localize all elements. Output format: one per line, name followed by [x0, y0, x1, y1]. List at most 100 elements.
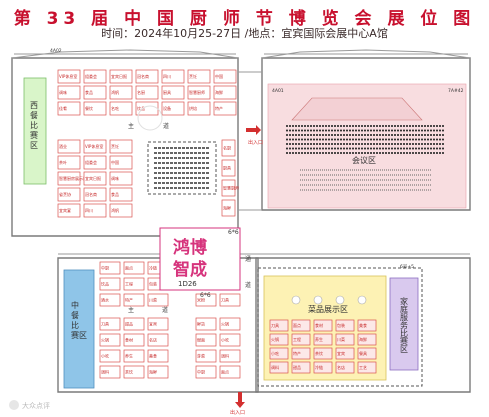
booth-label: 养生	[125, 353, 133, 359]
booth-label: 海鲜	[149, 369, 157, 375]
family-zone-label: 家 庭 服 务 比 赛 区	[400, 296, 411, 354]
booth	[109, 203, 133, 218]
display-table-icon	[313, 295, 323, 305]
west-meal-zone	[23, 77, 47, 185]
booth-label: 冷链	[315, 364, 323, 370]
booth	[57, 187, 81, 202]
booth	[213, 69, 237, 84]
booth-label: 中厨	[101, 265, 109, 271]
booth	[219, 349, 241, 363]
booth-label: 甜品	[125, 321, 133, 327]
booth-label: 宜宾宴	[59, 207, 71, 213]
booth	[57, 85, 81, 100]
booth-label: 组委会	[85, 73, 97, 79]
booth	[83, 203, 107, 218]
booth	[135, 85, 159, 100]
booth-label: 酒水	[101, 297, 109, 303]
booth	[187, 69, 211, 84]
dish-outline	[257, 267, 423, 387]
booth-label: 面点	[293, 322, 301, 328]
booth-label: 食品	[111, 191, 119, 197]
booth-label: 茶饮	[125, 369, 133, 375]
booth-label: 宜宾日报	[111, 73, 127, 79]
booth-label: 包装	[337, 322, 345, 328]
booth	[123, 261, 145, 275]
booth	[57, 101, 81, 116]
booth	[83, 69, 107, 84]
booth-label: 工程	[125, 281, 133, 287]
hall-bottom-right: 6号+5 刀具火锅小吃调料面点工程特产甜品食材养生茶饮冷链包装川菜宜宾名店美食海…	[255, 253, 471, 393]
booth	[219, 293, 241, 307]
booth-label: 茶饮	[315, 350, 323, 356]
watermark: 大众点评	[9, 400, 50, 410]
booth-label: 组委会	[85, 159, 97, 165]
booth	[213, 101, 237, 116]
hall-code-right-mid: 6号+5	[400, 264, 414, 270]
booth	[221, 199, 236, 217]
booth-label: 美食	[149, 353, 157, 359]
central-corridor: 通 道 出入口 出入口	[230, 71, 263, 416]
booth-label: 省烹协	[59, 191, 71, 197]
booth	[123, 293, 145, 307]
dish-show-zone-label: 菜品展示区	[308, 304, 348, 314]
booth	[99, 333, 121, 347]
booth-label: 厨具	[223, 165, 231, 171]
booth-label: 调味	[111, 175, 119, 181]
booth-label: 养生	[315, 336, 323, 342]
brand-booth-box	[159, 227, 241, 291]
booth	[161, 85, 185, 100]
display-table-icon	[291, 295, 301, 305]
booth	[109, 155, 133, 170]
stage	[291, 97, 423, 121]
booth	[99, 317, 121, 331]
booth-label: 饮品	[137, 105, 145, 111]
hall-bottom-left: 中 餐 比 赛区 中厨饮品酒水刀具火锅小吃调料面点工程特产甜品食材养生茶饮冷链包…	[57, 253, 259, 393]
booth-label: 名店	[149, 337, 157, 343]
booth-label: 美食	[359, 322, 367, 328]
booth-label: 名吃	[111, 105, 119, 111]
booth	[357, 319, 377, 332]
booth-label: 中国	[215, 73, 223, 79]
booth-label: 烹饪	[189, 73, 197, 79]
booth	[99, 349, 121, 363]
booth-label: 鸿帆	[111, 207, 119, 213]
booth-label: 调料	[221, 353, 229, 359]
booth-label: 四川	[163, 74, 171, 79]
booth-label: 名店	[337, 364, 345, 370]
brand-booth: 鸿博 智成 1D26 6*6 6*6	[159, 227, 241, 299]
brand-line2: 智成	[173, 259, 207, 280]
aisle-zhu-bottom: 主	[128, 306, 134, 314]
booth	[269, 361, 289, 374]
watermark-circle	[137, 105, 163, 131]
booth	[221, 139, 236, 157]
booth	[221, 179, 236, 197]
booth-label: 面点	[221, 369, 229, 375]
family-zone	[389, 277, 419, 371]
booth	[335, 333, 355, 346]
booth-label: 川菜	[337, 336, 345, 342]
booth	[269, 333, 289, 346]
booth	[313, 361, 333, 374]
booth-label: 海鲜	[359, 336, 367, 342]
booth-label: 海鲜	[215, 89, 223, 95]
booth	[161, 69, 185, 84]
seating-rows	[154, 147, 210, 189]
booth-label: 食品	[85, 89, 93, 95]
booth	[195, 293, 217, 307]
booth	[313, 347, 333, 360]
booth-label: 面点	[125, 265, 133, 271]
hall-code-tl2: 4A02	[50, 48, 62, 54]
booth-label: 刀具	[271, 322, 279, 328]
booth	[291, 333, 311, 346]
display-table-icon	[335, 295, 345, 305]
booth-label: 芽菜	[197, 353, 205, 359]
booth	[269, 319, 289, 332]
booth	[195, 317, 217, 331]
booth-label: 小吃	[101, 353, 109, 359]
booth-label: 厨具	[163, 89, 171, 95]
booth-label: 工艺	[359, 365, 367, 370]
booth	[187, 85, 211, 100]
booth-label: 名厨	[137, 89, 145, 95]
booth-label: 调料	[271, 364, 279, 370]
aisle-dao-top: 道	[163, 122, 169, 130]
